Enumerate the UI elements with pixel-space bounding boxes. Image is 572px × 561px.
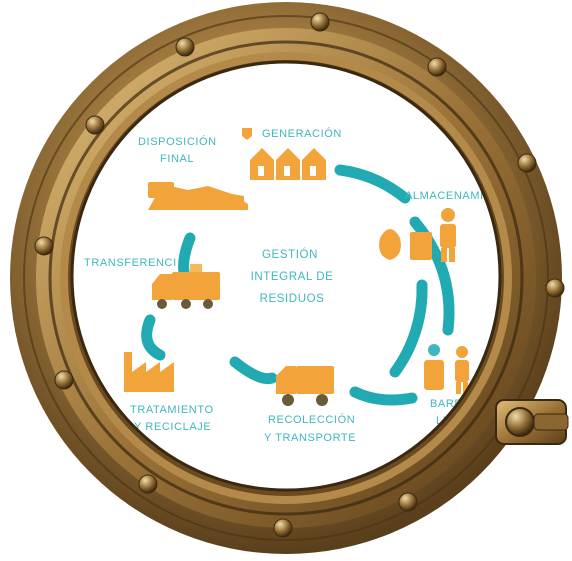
bolt-icon bbox=[138, 474, 158, 494]
stage-barrido: BARRIDO LIMPI bbox=[424, 344, 484, 427]
cycle-arrow bbox=[334, 164, 411, 204]
center-line-3: RESIDUOS bbox=[260, 293, 325, 305]
stage-label: Y RECICLAJE bbox=[134, 421, 211, 433]
shield-icon bbox=[242, 128, 252, 140]
cycle-arrow bbox=[229, 356, 278, 385]
cycle-arrow bbox=[349, 386, 418, 406]
bolt-icon bbox=[310, 12, 330, 32]
glass bbox=[72, 62, 500, 490]
houses-icon bbox=[250, 148, 326, 180]
stage-tratamiento: TRATAMIENTO Y RECICLAJE bbox=[124, 352, 214, 433]
bolt-icon bbox=[175, 37, 195, 57]
transfer-truck-icon bbox=[152, 264, 220, 309]
factory-icon bbox=[124, 352, 174, 392]
stage-transferencia: TRANSFERENCI bbox=[84, 257, 220, 309]
bolt-icon bbox=[54, 370, 74, 390]
stage-label: TRATAMIENTO bbox=[130, 404, 214, 416]
frame-bolts bbox=[34, 12, 565, 538]
garbage-truck-icon bbox=[276, 366, 334, 406]
stage-label: FINAL bbox=[160, 153, 194, 165]
hinge-knob-icon bbox=[505, 407, 535, 437]
stage-label: DISPOSICIÓN bbox=[138, 135, 217, 148]
stage-recoleccion: RECOLECCIÓN Y TRANSPORTE bbox=[264, 366, 356, 444]
cycle-arrow bbox=[389, 279, 428, 378]
bolt-icon bbox=[398, 492, 418, 512]
sweeper-icon bbox=[424, 344, 469, 394]
landfill-icon bbox=[148, 182, 248, 210]
stage-almacenamiento: ALMACENAMIE bbox=[379, 190, 492, 262]
center-line-2: INTEGRAL DE bbox=[251, 271, 334, 283]
stage-disposicion: DISPOSICIÓN FINAL bbox=[138, 135, 248, 210]
stage-label: TRANSFERENCI bbox=[84, 257, 177, 269]
bolt-icon bbox=[545, 278, 565, 298]
cycle-arrow bbox=[178, 232, 196, 278]
stage-label: GENERACIÓN bbox=[262, 127, 342, 140]
stage-generacion: GENERACIÓN bbox=[242, 127, 342, 180]
center-line-1: GESTIÓN bbox=[262, 248, 318, 261]
stage-label: RECOLECCIÓN bbox=[268, 413, 355, 426]
bolt-icon bbox=[427, 57, 447, 77]
bolt-icon bbox=[85, 115, 105, 135]
glass-rim bbox=[70, 60, 502, 492]
bolt-icon bbox=[273, 518, 293, 538]
bolt-icon bbox=[517, 153, 537, 173]
center-title: GESTIÓN INTEGRAL DE RESIDUOS bbox=[251, 248, 334, 305]
stage-label: Y TRANSPORTE bbox=[264, 432, 356, 444]
bolt-icon bbox=[34, 236, 54, 256]
stage-label: ALMACENAMIE bbox=[405, 190, 492, 202]
trash-bag-worker-icon bbox=[379, 208, 456, 262]
cycle-arrow bbox=[141, 314, 166, 361]
hinge bbox=[495, 399, 569, 445]
